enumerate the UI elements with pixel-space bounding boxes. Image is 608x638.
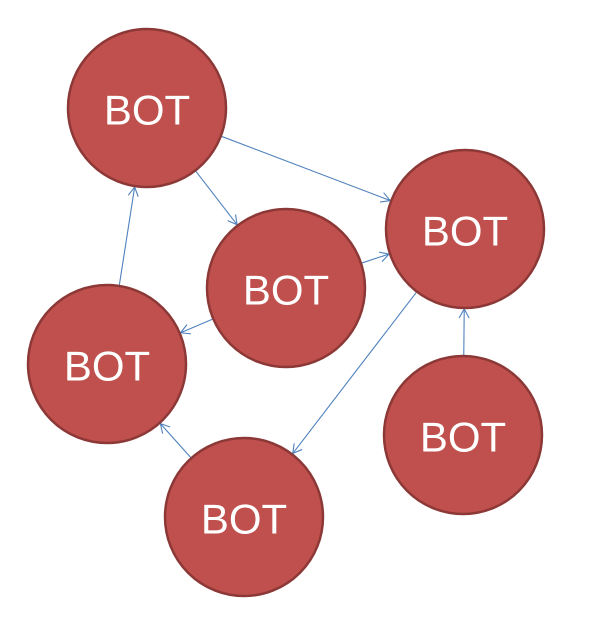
bot-node-top-left-label: BOT [104, 87, 190, 134]
bot-node-center-circle [205, 207, 367, 369]
edge-center-to-left [179, 318, 213, 335]
bot-node-bottom-right: BOT [382, 354, 544, 516]
edge-top-left-to-center [195, 170, 238, 226]
bot-node-top-left: BOT [66, 27, 228, 189]
edge-center-to-right [361, 251, 391, 264]
edge-right-to-bottom-center [292, 292, 417, 455]
bot-node-bottom-right-circle [382, 354, 544, 516]
bot-node-center-label: BOT [243, 267, 329, 314]
edge-bottom-center-to-left [159, 422, 192, 458]
bot-node-center: BOT [205, 207, 367, 369]
bot-node-bottom-right-label: BOT [420, 414, 506, 461]
edge-left-to-top-left [118, 185, 139, 286]
bot-node-left-circle [26, 283, 188, 445]
bot-node-left-label: BOT [64, 343, 150, 390]
bot-node-bottom-center-circle [163, 436, 325, 598]
bot-node-bottom-center: BOT [163, 436, 325, 598]
bot-node-bottom-center-label: BOT [201, 496, 287, 543]
bot-node-right-label: BOT [422, 208, 508, 255]
nodes-layer: BOT BOT BOT BOT BOT BOT [26, 27, 546, 598]
bot-node-top-left-circle [66, 27, 228, 189]
edges-layer [118, 135, 470, 458]
bot-node-left: BOT [26, 283, 188, 445]
bot-node-right-circle [384, 148, 546, 310]
bot-node-right: BOT [384, 148, 546, 310]
edge-top-left-to-right [221, 135, 392, 203]
